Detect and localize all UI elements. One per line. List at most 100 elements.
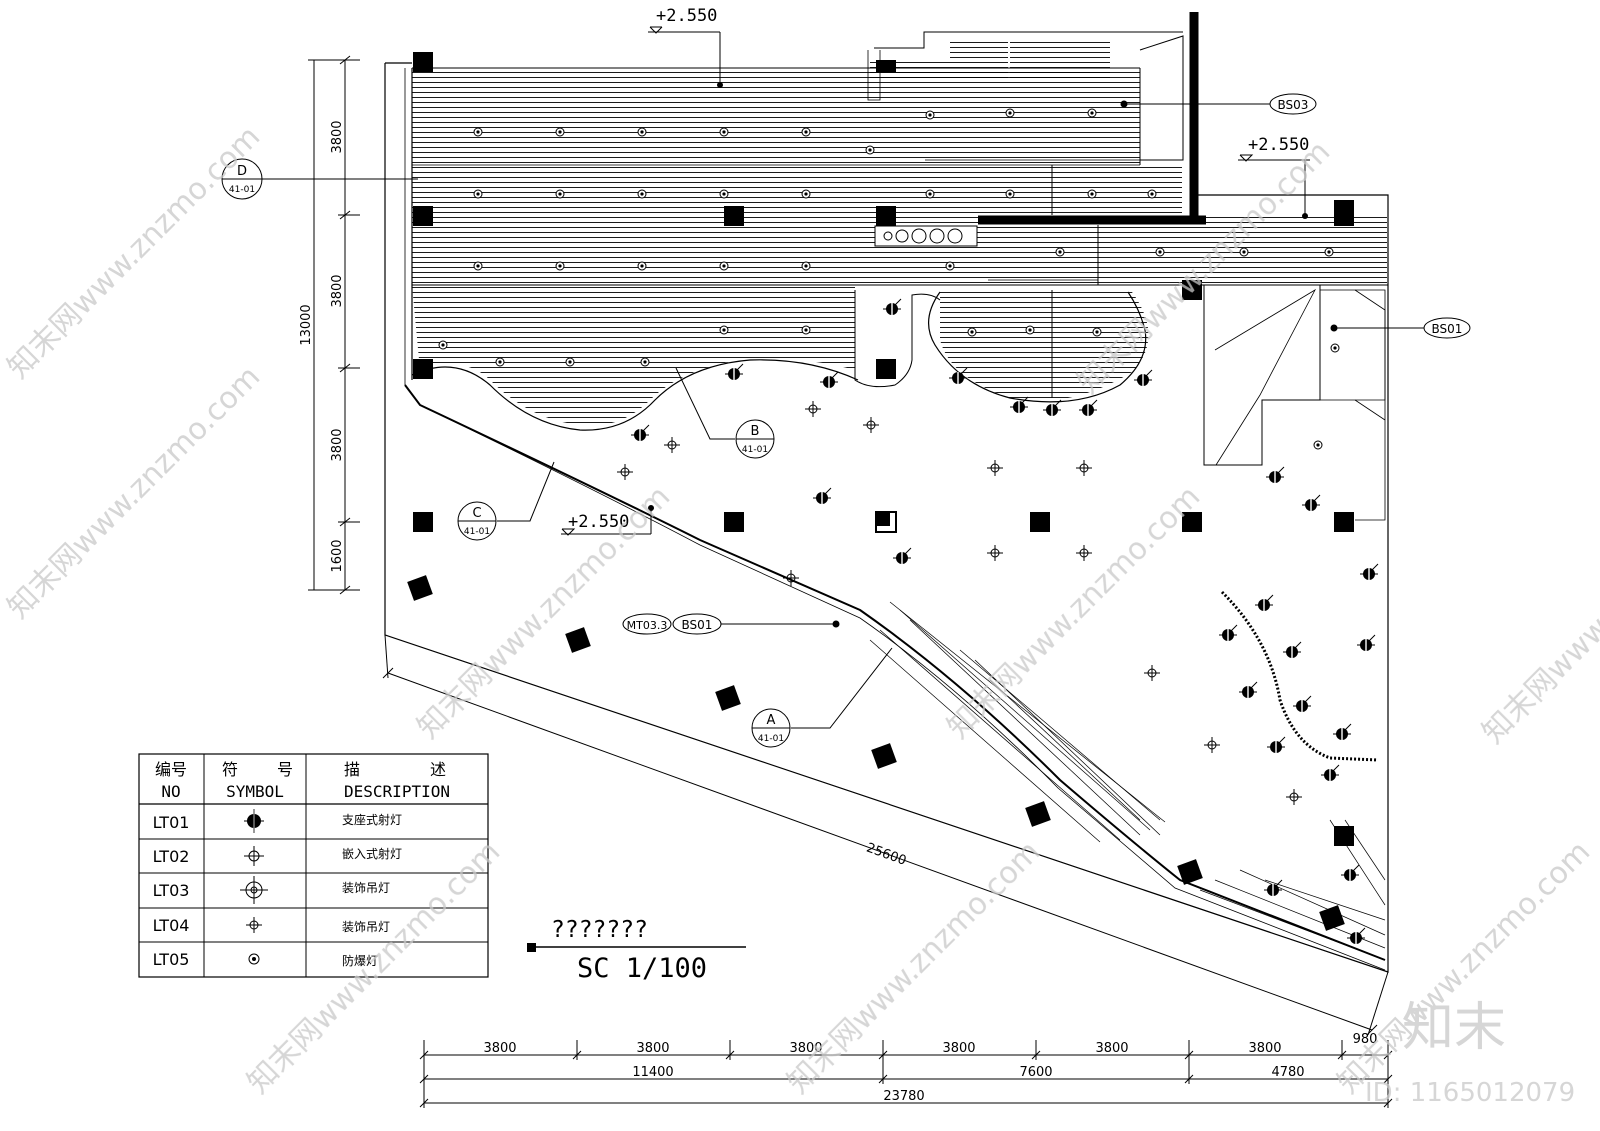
- legend-row-desc: 支座式射灯: [342, 812, 402, 827]
- elevation-mark-top: +2.550: [648, 6, 723, 88]
- legend-row-desc: 嵌入式射灯: [342, 846, 402, 861]
- dim-label: 1600: [330, 539, 345, 572]
- small-pendant-light-icon: [617, 464, 633, 480]
- watermark-text: 知末网www.znzmo.com: [781, 834, 1047, 1100]
- explosion-proof-light-icon: [801, 127, 811, 137]
- explosion-proof-light-icon: [565, 357, 575, 367]
- spotlight-icon: [1255, 594, 1274, 611]
- explosion-proof-light-icon: [555, 189, 565, 199]
- explosion-proof-light-icon: [1239, 247, 1249, 257]
- tag-label: BS03: [1278, 98, 1309, 112]
- diagonal-hatch-strip: [869, 601, 1386, 961]
- legend-header-desc-en: DESCRIPTION: [344, 782, 450, 801]
- spotlight-icon: [1333, 723, 1352, 740]
- explosion-proof-light-icon: [1055, 247, 1065, 257]
- legend-header-desc-cn: 述: [430, 760, 446, 779]
- dim-label: 25600: [864, 841, 908, 869]
- explosion-proof-light-icon: [1155, 247, 1165, 257]
- explosion-proof-light-icon: [1025, 325, 1035, 335]
- dim-label: 7600: [1019, 1065, 1052, 1080]
- explosion-proof-light-icon: [967, 327, 977, 337]
- tag-label: BS01: [682, 618, 713, 632]
- small-pendant-light-icon: [1204, 737, 1220, 753]
- spotlights-with-base: [631, 298, 1379, 944]
- explosion-proof-light-icon: [1005, 189, 1015, 199]
- dim-label: 13000: [299, 304, 314, 345]
- callout-c: C 41-01: [457, 461, 555, 541]
- explosion-proof-light-icon: [801, 325, 811, 335]
- dim-label: 3800: [330, 428, 345, 461]
- small-pendant-light-icon: [664, 437, 680, 453]
- legend-header-symbol-cn: 号: [277, 760, 293, 779]
- explosion-proof-light-icon: [925, 110, 935, 120]
- small-pendant-light-icon: [987, 460, 1003, 476]
- watermark-text: 知末网www.znzmo.com: [1476, 484, 1600, 750]
- callout-letter: B: [751, 424, 760, 439]
- tag-label: MT03.3: [627, 619, 668, 632]
- legend-symbol-lt02-icon: [244, 846, 264, 866]
- spotlight-icon: [1266, 466, 1285, 483]
- spotlight-icon: [1321, 764, 1340, 781]
- explosion-proof-light-icon: [1324, 247, 1334, 257]
- spotlight-icon: [883, 298, 902, 315]
- explosion-proof-light-icon: [1087, 189, 1097, 199]
- dim-label: 3800: [1095, 1041, 1128, 1056]
- spotlight-icon: [1010, 396, 1029, 413]
- legend-header-symbol-en: SYMBOL: [226, 782, 284, 801]
- explosion-proof-light-icon: [555, 261, 565, 271]
- legend-symbol-lt05-icon: [248, 953, 260, 965]
- elevation-label: +2.550: [1248, 135, 1309, 155]
- explosion-proof-light-icon: [637, 127, 647, 137]
- callout-ref: 41-01: [758, 734, 784, 744]
- spotlight-icon: [1239, 681, 1258, 698]
- callout-ref: 41-01: [464, 527, 490, 537]
- dim-label: 3800: [330, 120, 345, 153]
- elevation-mark-mid: +2.550: [561, 505, 654, 536]
- spotlight-icon: [1341, 864, 1360, 881]
- callout-letter: D: [237, 164, 247, 179]
- callout-a: A 41-01: [751, 647, 893, 748]
- spotlight-icon: [820, 371, 839, 388]
- legend-row-no: LT01: [153, 813, 190, 832]
- small-pendant-light-icon: [783, 570, 799, 586]
- explosion-proof-light-icon: [719, 325, 729, 335]
- bottom-dimensions: 3800 3800 3800 3800 3800 3800 980 11400 …: [419, 1032, 1393, 1108]
- spotlight-icon: [813, 487, 832, 504]
- decor-pendant-lights: [874, 225, 978, 247]
- explosion-proof-light-icon: [1087, 108, 1097, 118]
- explosion-proof-light-icon: [473, 261, 483, 271]
- explosion-proof-light-icon: [719, 127, 729, 137]
- watermark-id: ID: 1165012079: [1365, 1078, 1575, 1108]
- small-pendant-light-icon: [1144, 665, 1160, 681]
- watermark-text: 知末网www.znzmo.com: [1331, 834, 1597, 1100]
- explosion-proof-light-icon: [1147, 189, 1157, 199]
- legend-symbol-lt04-icon: [246, 917, 262, 933]
- explosion-proof-light-icon: [801, 261, 811, 271]
- callout-b: B 41-01: [675, 367, 775, 459]
- explosion-proof-light-icon: [637, 189, 647, 199]
- dim-label: 3800: [483, 1041, 516, 1056]
- legend-symbol-lt03-icon: [240, 876, 268, 904]
- explosion-proof-light-icon: [495, 357, 505, 367]
- explosion-proof-light-icon: [438, 340, 448, 350]
- explosion-proof-light-icon: [473, 127, 483, 137]
- small-pendant-light-icon: [805, 401, 821, 417]
- dim-label: 3800: [1248, 1041, 1281, 1056]
- callout-d: D 41-01: [221, 158, 418, 200]
- spotlight-icon: [725, 363, 744, 380]
- watermark-text: 知末网www.znzmo.com: [1, 359, 267, 625]
- dim-label: 11400: [632, 1065, 673, 1080]
- dim-label: 980: [1353, 1032, 1378, 1047]
- explosion-proof-light-icon: [925, 189, 935, 199]
- legend-header-no-cn: 编号: [155, 760, 187, 779]
- small-pendant-light-icon: [863, 417, 879, 433]
- plan-outline: [384, 12, 1389, 973]
- legend-row-desc: 装饰吊灯: [342, 920, 390, 934]
- legend-row-desc: 装饰吊灯: [342, 881, 390, 895]
- explosion-proof-light-icon: [640, 357, 650, 367]
- spotlight-icon: [1134, 369, 1153, 386]
- spotlight-icon: [1357, 634, 1376, 651]
- legend-header-desc-cn: 描: [344, 760, 360, 779]
- explosion-proof-light-icon: [945, 261, 955, 271]
